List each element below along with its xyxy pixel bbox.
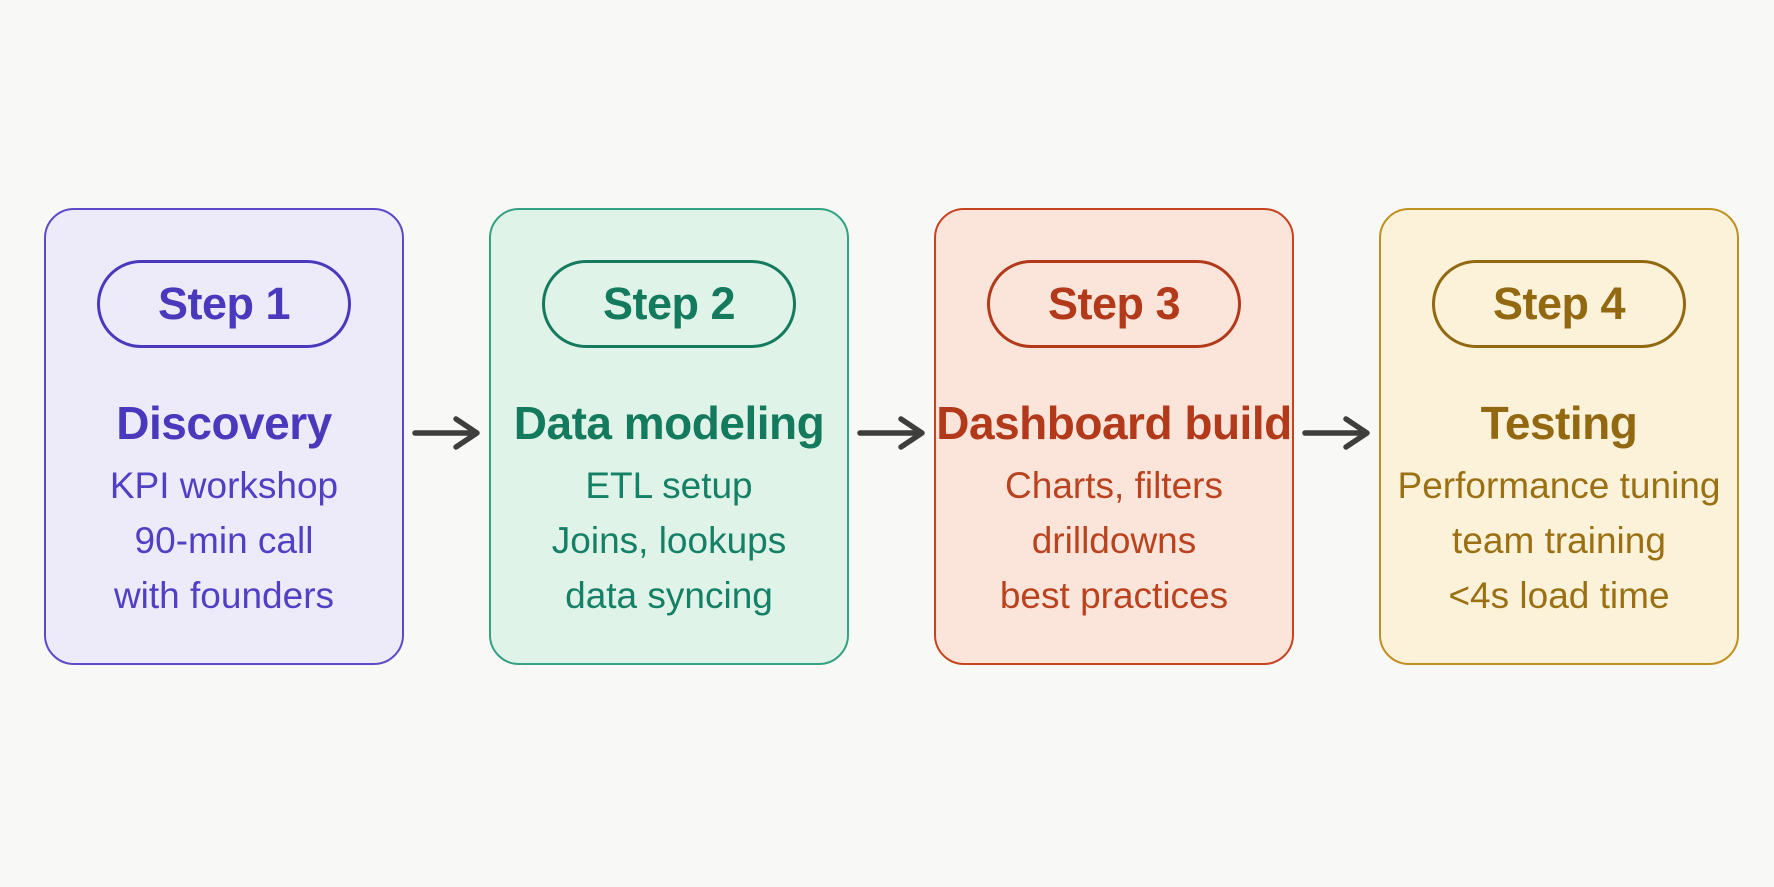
step-item: ETL setup	[585, 465, 753, 506]
arrow-right-icon	[1301, 416, 1370, 450]
step-title: Discovery	[116, 397, 332, 449]
arrow-right-icon	[411, 416, 480, 450]
step-badge-label: Step 3	[1047, 278, 1181, 329]
step-item: Charts, filters	[1005, 465, 1223, 506]
step-badge: Step 2	[542, 260, 796, 348]
arrow-right-icon	[856, 416, 925, 450]
step-title: Data modeling	[513, 397, 825, 449]
step-items: Performance tuning team training <4s loa…	[1398, 458, 1721, 623]
step-item: <4s load time	[1448, 575, 1670, 616]
step-card-3: Step 3 Dashboard build Charts, filters d…	[934, 208, 1294, 665]
step-item: Performance tuning	[1397, 465, 1721, 506]
step-item: with founders	[113, 575, 335, 616]
step-item: drilldowns	[1031, 520, 1197, 561]
step-item: best practices	[999, 575, 1229, 616]
step-item: data syncing	[565, 575, 773, 616]
step-badge: Step 3	[987, 260, 1241, 348]
steps-flow: Step 1 Discovery KPI workshop 90-min cal…	[44, 208, 1739, 665]
step-badge-label: Step 4	[1492, 278, 1626, 329]
step-item: 90-min call	[134, 520, 314, 561]
step-badge: Step 1	[97, 260, 351, 348]
step-items: Charts, filters drilldowns best practice…	[1000, 458, 1228, 623]
step-badge-label: Step 1	[157, 278, 291, 329]
connector-3-4	[1294, 208, 1379, 665]
step-card-1: Step 1 Discovery KPI workshop 90-min cal…	[44, 208, 404, 665]
step-badge-label: Step 2	[602, 278, 736, 329]
step-title: Dashboard build	[936, 397, 1292, 449]
step-title: Testing	[1480, 397, 1638, 449]
step-item: KPI workshop	[109, 465, 339, 506]
step-items: KPI workshop 90-min call with founders	[110, 458, 338, 623]
step-badge: Step 4	[1432, 260, 1686, 348]
connector-1-2	[404, 208, 489, 665]
connector-2-3	[849, 208, 934, 665]
step-card-4: Step 4 Testing Performance tuning team t…	[1379, 208, 1739, 665]
step-item: team training	[1452, 520, 1666, 561]
step-item: Joins, lookups	[551, 520, 787, 561]
step-card-2: Step 2 Data modeling ETL setup Joins, lo…	[489, 208, 849, 665]
step-items: ETL setup Joins, lookups data syncing	[552, 458, 786, 623]
